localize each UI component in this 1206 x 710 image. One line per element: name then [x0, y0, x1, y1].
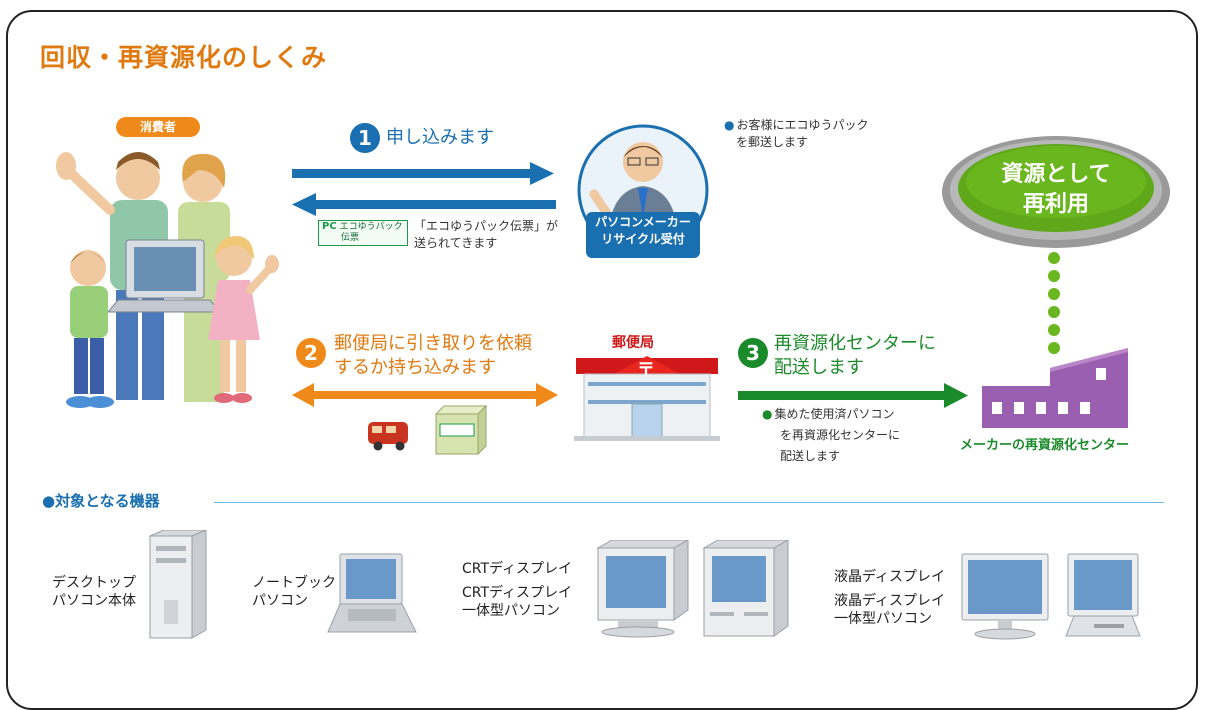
step-3-text: 再資源化センターに 配送します — [774, 332, 936, 380]
slip-note-line-2: 送られてきます — [414, 236, 498, 250]
devices-section-title: ●対象となる機器 — [42, 492, 160, 510]
step-3-line-2: 配送します — [774, 357, 864, 378]
crt-display-icon — [596, 540, 690, 638]
slip-note-line-1: 「エコゆうパック伝票」が — [414, 219, 559, 233]
crt-label: CRTディスプレイ CRTディスプレイ 一体型パソコン — [462, 560, 572, 620]
notebook-line-2: パソコン — [252, 593, 308, 609]
step-1-arrows — [292, 162, 556, 216]
crt-all-in-one-icon — [702, 540, 790, 637]
desktop-pc-icon — [149, 530, 207, 639]
slip-line-2: 伝票 — [341, 233, 360, 243]
desktop-label: デスクトップ パソコン本体 — [52, 574, 136, 610]
recycling-center-label: メーカーの再資源化センター — [960, 438, 1130, 453]
step-2-text: 郵便局に引き取りを依頼 するか持ち込みます — [334, 332, 532, 380]
lcd-all-in-one-icon — [1065, 553, 1141, 637]
cloud-line-2: 再利用 — [1022, 192, 1089, 217]
crt-line-3: 一体型パソコン — [462, 603, 560, 619]
step-2-number: 2 — [296, 338, 326, 368]
mail-truck-icon — [368, 422, 408, 451]
parcel-box-icon — [434, 404, 488, 456]
family-illustration — [56, 152, 279, 408]
step-2-line-1: 郵便局に引き取りを依頼 — [334, 333, 532, 354]
green-note-line-1: 集めた使用済パソコン — [762, 406, 900, 423]
green-note-line-2: を再資源化センターに — [780, 428, 901, 442]
slip-line-1: エコゆうパック — [339, 222, 403, 232]
desktop-line-2: パソコン本体 — [52, 593, 136, 609]
lcd-line-1: 液晶ディスプレイ — [834, 569, 946, 585]
step-3-line-1: 再資源化センターに — [774, 333, 936, 354]
blue-note: お客様にエコゆうパック を郵送します — [724, 117, 869, 151]
blue-note-line-2: を郵送します — [736, 135, 809, 149]
maker-label-line-1: パソコンメーカー — [595, 215, 691, 229]
cloud-text: 資源として 再利用 — [976, 160, 1136, 220]
notebook-label: ノートブック パソコン — [252, 574, 336, 610]
post-office-mark: 〒 — [637, 360, 655, 381]
maker-reception-illustration — [577, 124, 709, 258]
lcd-display-icon — [961, 553, 1049, 640]
slip-pc-mark: PC — [322, 221, 337, 232]
green-note-line-3: 配送します — [780, 449, 841, 463]
post-office-label: 郵便局 — [612, 335, 654, 351]
consumer-badge: 消費者 — [116, 117, 200, 137]
maker-reception-label: パソコンメーカー リサイクル受付 — [586, 214, 700, 248]
step-3-arrow — [738, 383, 968, 408]
cloud-line-1: 資源として — [1001, 162, 1111, 187]
notebook-pc-icon — [327, 553, 417, 633]
maker-label-line-2: リサイクル受付 — [601, 232, 685, 246]
crt-line-2: CRTディスプレイ — [462, 585, 573, 601]
section-divider — [214, 502, 1164, 503]
step-3-number: 3 — [738, 338, 768, 368]
recycling-center-building — [982, 348, 1128, 428]
blue-note-line-1: お客様にエコゆうパック — [724, 117, 868, 134]
lcd-label: 液晶ディスプレイ 液晶ディスプレイ 一体型パソコン — [834, 568, 945, 628]
notebook-line-1: ノートブック — [252, 575, 336, 591]
slip-note: 「エコゆうパック伝票」が 送られてきます — [414, 218, 558, 252]
reuse-cloud — [942, 136, 1170, 248]
page-title: 回収・再資源化のしくみ — [40, 43, 328, 72]
step-2-line-2: するか持ち込みます — [334, 357, 496, 378]
desktop-line-1: デスクトップ — [52, 575, 136, 591]
step-1-text: 申し込みます — [386, 127, 494, 148]
step-1-number: 1 — [350, 123, 380, 153]
crt-line-1: CRTディスプレイ — [462, 561, 573, 577]
lcd-line-2: 液晶ディスプレイ — [834, 593, 946, 609]
green-note: 集めた使用済パソコン を再資源化センターに 配送します — [762, 406, 900, 465]
step-2-double-arrow — [292, 383, 558, 407]
post-office-building — [574, 356, 720, 441]
lcd-line-3: 一体型パソコン — [834, 611, 932, 627]
dot-connector — [1048, 252, 1060, 354]
